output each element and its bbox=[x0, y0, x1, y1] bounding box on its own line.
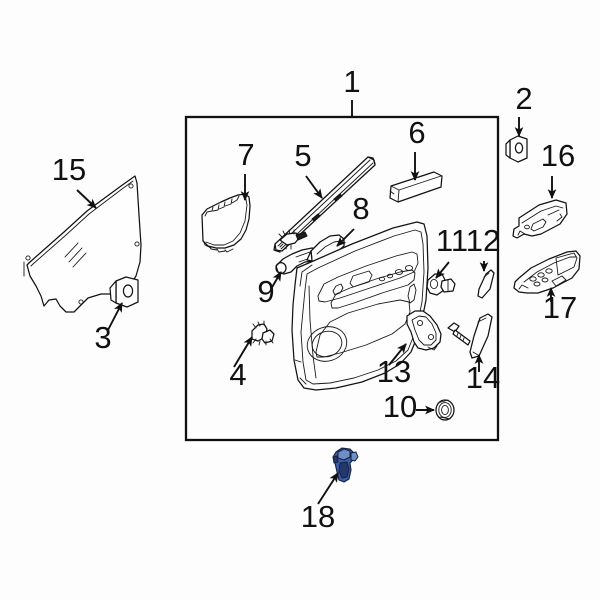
part-4-push-pin-fastener[interactable] bbox=[251, 320, 275, 346]
callout-label-13[interactable]: 13 bbox=[377, 354, 411, 389]
door-trim-panel-body[interactable] bbox=[291, 221, 429, 391]
callout-label-9[interactable]: 9 bbox=[257, 274, 274, 309]
callout-label-11[interactable]: 11 bbox=[436, 223, 468, 258]
part-14-trim-strip-long[interactable] bbox=[469, 313, 493, 359]
part-10-grommet-seal[interactable] bbox=[435, 399, 455, 421]
leader-15 bbox=[76, 189, 97, 209]
leader-5 bbox=[305, 175, 323, 199]
leader-9 bbox=[270, 271, 282, 290]
callout-label-2[interactable]: 2 bbox=[515, 81, 532, 116]
callout-label-16[interactable]: 16 bbox=[541, 138, 575, 173]
leader-11 bbox=[435, 261, 450, 279]
leader-13 bbox=[388, 343, 407, 366]
callout-label-7[interactable]: 7 bbox=[237, 137, 254, 172]
leader-18 bbox=[317, 472, 339, 505]
callout-label-3[interactable]: 3 bbox=[94, 320, 111, 355]
leader-3 bbox=[107, 302, 123, 331]
part-13-armrest-bracket[interactable] bbox=[406, 310, 442, 351]
callout-label-10[interactable]: 10 bbox=[383, 389, 417, 424]
part-18-door-lock-actuator-switch[interactable] bbox=[332, 447, 359, 483]
callout-label-4[interactable]: 4 bbox=[229, 357, 246, 392]
screw-fastener[interactable] bbox=[447, 322, 471, 346]
callout-label-8[interactable]: 8 bbox=[352, 191, 369, 226]
callout-label-6[interactable]: 6 bbox=[408, 115, 425, 150]
part-1-assembly-frame[interactable] bbox=[184, 115, 500, 442]
callout-label-5[interactable]: 5 bbox=[294, 138, 311, 173]
part-17-master-window-switch[interactable] bbox=[513, 250, 581, 294]
part-2-clip-retainer-upper[interactable] bbox=[505, 135, 528, 163]
part-16-switch-bezel-panel[interactable] bbox=[512, 199, 568, 239]
callout-label-15[interactable]: 15 bbox=[52, 152, 86, 187]
part-11-knob-fastener[interactable] bbox=[426, 273, 456, 296]
part-6-upper-trim-garnish[interactable] bbox=[389, 171, 443, 203]
callout-label-18[interactable]: 18 bbox=[301, 499, 335, 534]
part-12-trim-cap[interactable] bbox=[477, 269, 495, 299]
part-7-pull-handle-cover[interactable] bbox=[201, 193, 251, 253]
part-3-clip-retainer[interactable] bbox=[109, 276, 139, 308]
callout-label-12[interactable]: 12 bbox=[466, 223, 500, 258]
leader-8 bbox=[336, 228, 355, 247]
callout-label-1[interactable]: 1 bbox=[343, 64, 360, 99]
callout-label-14[interactable]: 14 bbox=[466, 360, 500, 395]
callout-label-17[interactable]: 17 bbox=[543, 290, 577, 325]
leader-4 bbox=[233, 336, 253, 368]
